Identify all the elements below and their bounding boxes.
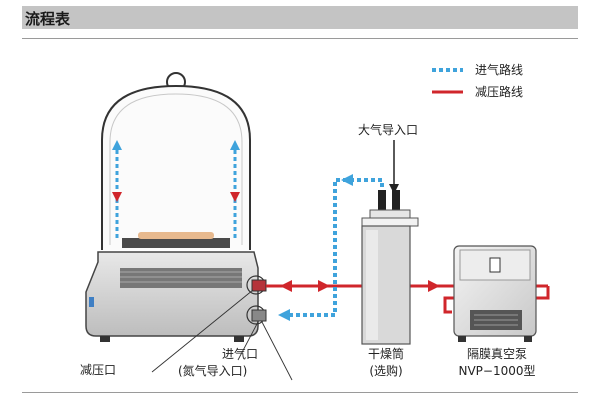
page-title: 流程表 xyxy=(25,10,71,28)
dryer-label: 干燥筒 xyxy=(367,347,405,361)
callout-lines xyxy=(151,289,293,381)
vacuum-bell-jar xyxy=(101,72,251,250)
header-divider xyxy=(22,38,578,39)
header-bar: 流程表 xyxy=(22,6,578,29)
desiccator-base xyxy=(85,251,259,342)
footer-divider xyxy=(22,392,578,393)
intake-route xyxy=(278,174,384,321)
decompress-port-label: 减压口 xyxy=(80,363,117,377)
intake-port-note-label: (氮气导入口) xyxy=(178,364,248,378)
intake-port-label: 进气口 xyxy=(222,347,259,361)
pump-model-label: NVP−1000型 xyxy=(458,364,536,378)
legend-decompress-label: 减压路线 xyxy=(475,85,524,99)
air-inlet-arrow xyxy=(389,140,399,194)
dryer-note-label: (选购) xyxy=(369,364,403,378)
diaphragm-pump xyxy=(453,245,537,342)
legend xyxy=(432,68,463,94)
air-inlet-label: 大气导入口 xyxy=(358,123,419,137)
legend-intake-label: 进气路线 xyxy=(475,63,524,77)
pump-label: 隔膜真空泵 xyxy=(466,347,528,361)
intake-port xyxy=(246,305,267,325)
dryer-cylinder xyxy=(361,190,419,345)
